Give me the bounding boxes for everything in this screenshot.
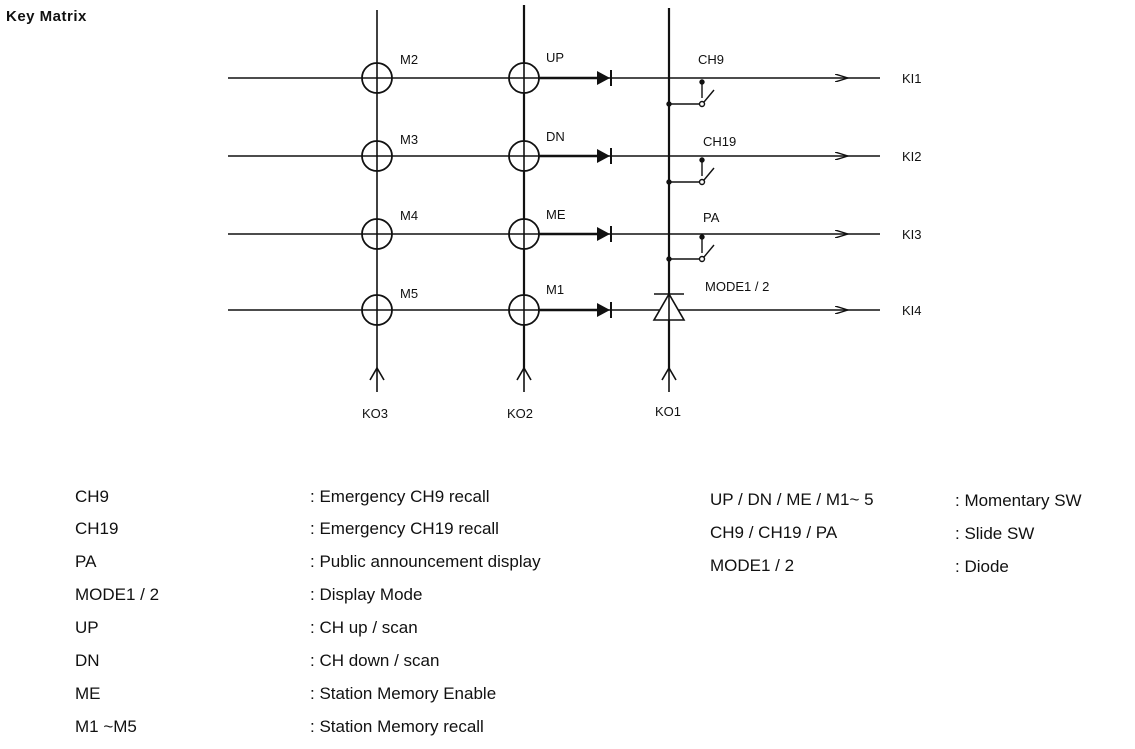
switch-me [508,218,540,250]
switch-m1 [508,294,540,326]
legend-key: UP / DN / ME / M1~ 5 [710,490,874,509]
legend-desc: : Station Memory Enable [310,684,497,703]
switch-m4 [361,218,393,250]
label-m5: M5 [400,286,418,301]
input-label-ki1: KI1 [902,71,922,86]
legend-desc: : Slide SW [955,524,1035,543]
switch-m2 [361,62,393,94]
label-m1: M1 [546,282,564,297]
diode-icon [597,70,612,86]
legend-desc: : CH down / scan [310,651,440,670]
output-label-ko1: KO1 [655,404,681,419]
legend-key: CH9 [75,487,110,506]
page-title: Key Matrix [6,8,87,25]
diode-icon [597,302,612,318]
input-label-ki3: KI3 [902,227,922,242]
switch-m5 [361,294,393,326]
legend-desc: : Momentary SW [955,491,1082,510]
diode-icon [597,148,612,164]
diode-icon [597,226,612,242]
label-m3: M3 [400,132,418,147]
legend-desc: : Public announcement display [310,552,541,571]
label-m2: M2 [400,52,418,67]
key-matrix-diagram: M2 M3 M4 M5 UP DN ME M1 CH9 CH19 PA MODE… [228,5,922,421]
switch-dn [508,140,540,172]
input-label-ki4: KI4 [902,303,922,318]
label-ch19: CH19 [703,134,736,149]
legend-key: PA [75,552,97,571]
legend-key: MODE1 / 2 [75,585,160,604]
output-label-ko2: KO2 [507,406,533,421]
legend-desc: : Emergency CH19 recall [310,519,499,538]
label-mode: MODE1 / 2 [705,279,769,294]
legend-desc: : CH up / scan [310,618,418,637]
legend-key: DN [75,651,100,670]
label-me: ME [546,207,566,222]
legend-key: ME [75,684,101,703]
legend-key: M1 ~M5 [75,717,137,736]
slide-switch-pa [666,234,715,263]
input-label-ki2: KI2 [902,149,922,164]
slide-switch-ch19 [666,157,715,186]
slide-switch-ch9 [666,79,715,108]
label-m4: M4 [400,208,418,223]
label-dn: DN [546,129,565,144]
legend-desc: : Station Memory recall [310,717,484,736]
legend-desc: : Emergency CH9 recall [310,487,490,506]
legend-desc: : Display Mode [310,585,423,604]
output-label-ko3: KO3 [362,406,388,421]
diode-mode-icon [652,292,686,321]
legend-key: MODE1 / 2 [710,556,795,575]
label-up: UP [546,50,564,65]
legend-desc: : Diode [955,557,1009,576]
label-ch9: CH9 [698,52,724,67]
label-pa: PA [703,210,720,225]
legend-key: UP [75,618,99,637]
legend-key: CH9 / CH19 / PA [710,523,838,542]
switch-m3 [361,140,393,172]
legend-key: CH19 [75,519,119,538]
switch-up [508,62,540,94]
